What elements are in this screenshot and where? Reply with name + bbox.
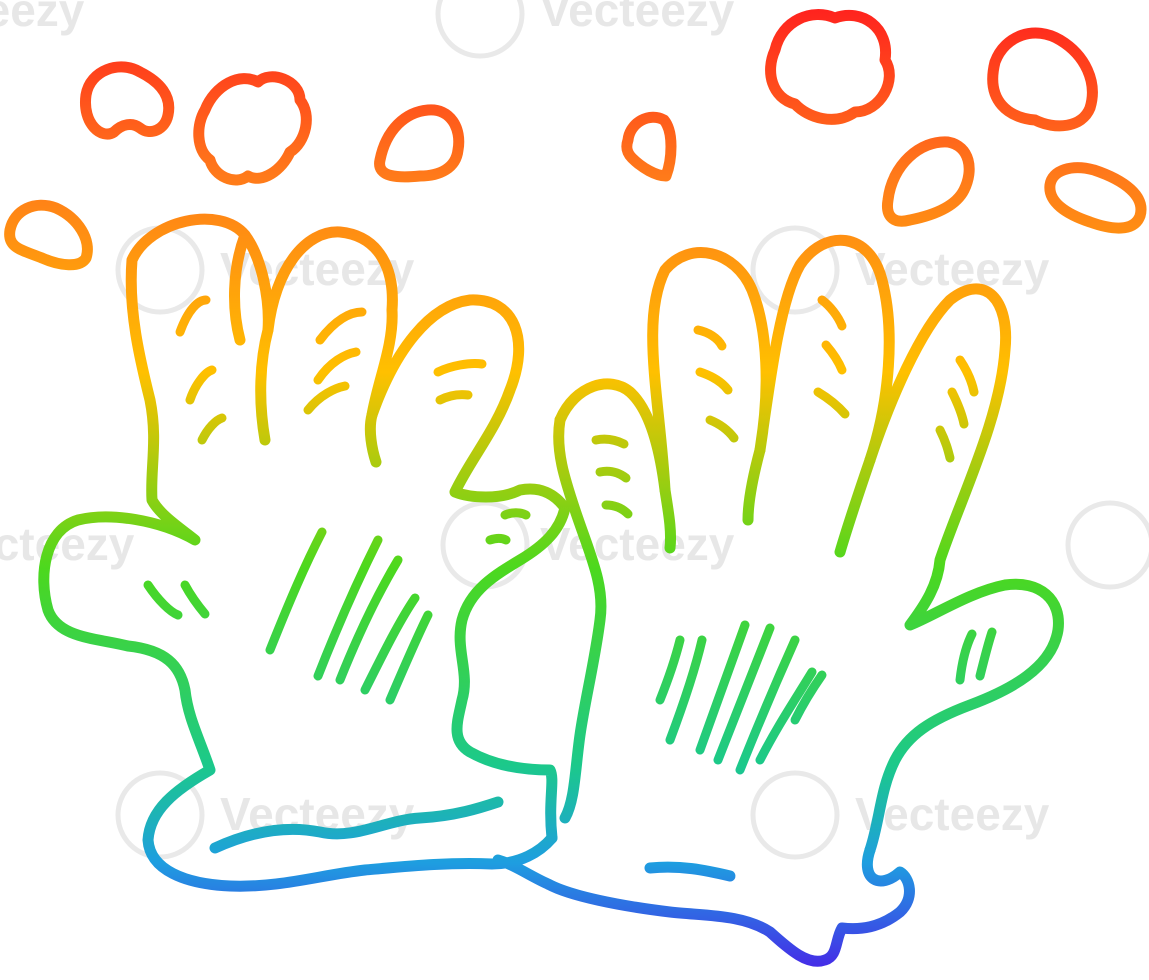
splash-drop — [765, 9, 895, 125]
right-glove — [492, 234, 1064, 967]
right-glove-finger-crease — [742, 444, 766, 526]
left-glove-finger-crease — [229, 229, 251, 346]
splash-drop — [987, 27, 1098, 132]
watermark-text: Vecteezy — [0, 0, 85, 36]
right-glove-palm-edge — [553, 414, 607, 824]
right-glove-shading — [591, 295, 997, 775]
left-glove-cuff-inner — [209, 796, 504, 854]
splash-drops — [4, 9, 1147, 271]
splash-drop — [193, 71, 312, 186]
left-glove-shading — [143, 295, 531, 705]
watermark-text: Vecteezy — [540, 0, 735, 36]
left-glove-finger-crease — [255, 324, 274, 446]
splash-drop — [1044, 162, 1147, 234]
left-glove-outline — [38, 213, 571, 892]
splash-drop — [374, 104, 465, 183]
right-glove-finger-crease — [834, 454, 876, 558]
left-glove — [38, 213, 571, 892]
splash-drop — [80, 61, 175, 140]
watermark: Vecteezy Vecteezy Vecteezy Vecteezy Vect… — [0, 0, 1149, 860]
right-glove-cuff-inner — [644, 861, 736, 882]
splash-drop — [621, 111, 677, 182]
left-glove-palm-edge — [451, 502, 571, 844]
right-glove-finger-crease — [659, 484, 676, 554]
splash-drop — [881, 136, 975, 227]
watermark-text: Vecteezy — [540, 518, 735, 570]
left-glove-finger-crease — [364, 409, 382, 468]
right-glove-cuff — [492, 844, 915, 967]
splash-drop — [4, 199, 93, 271]
